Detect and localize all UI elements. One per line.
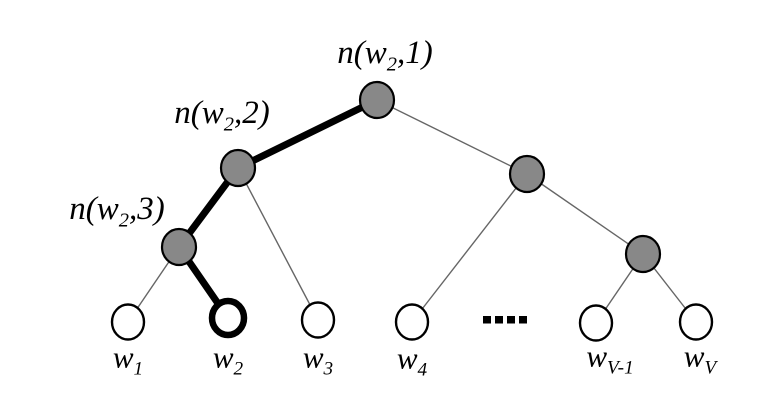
internal-node-root xyxy=(358,80,396,120)
label-text: n(w xyxy=(174,95,224,132)
leaf-label-w3: w3 xyxy=(303,342,333,379)
label-text: w xyxy=(302,339,324,375)
leaf-node-w4 xyxy=(394,303,430,341)
edge-root-right xyxy=(376,99,528,175)
label-text: n(w xyxy=(69,191,119,228)
ellipsis-dots xyxy=(483,316,527,324)
label-subscript: V-1 xyxy=(607,357,634,379)
label-subscript: 3 xyxy=(323,358,334,380)
label-subscript: 1 xyxy=(133,358,144,380)
node-label-nw2-2: n(w2,2) xyxy=(174,97,269,135)
label-text: w xyxy=(112,339,134,375)
edge-right-rr xyxy=(526,173,644,255)
label-text: w xyxy=(586,338,608,374)
internal-node-right xyxy=(508,154,546,194)
label-subscript: 2 xyxy=(223,113,234,136)
leaf-label-w2: w2 xyxy=(213,342,243,379)
label-text: ,2) xyxy=(233,95,270,132)
leaf-label-wv-1: wV-1 xyxy=(586,341,633,378)
bold-edge-root-nw22 xyxy=(234,96,381,172)
leaf-node-wv xyxy=(678,303,714,341)
label-text: w xyxy=(396,340,418,376)
ellipsis-dot xyxy=(507,316,515,324)
leaf-node-wv1 xyxy=(578,304,614,342)
internal-nodes xyxy=(160,80,662,274)
ellipsis-dot xyxy=(495,316,503,324)
edge-right-w4 xyxy=(411,173,528,323)
label-subscript: 4 xyxy=(417,359,428,381)
edge-nw22-w3 xyxy=(237,167,319,321)
node-label-nw2-3: n(w2,3) xyxy=(69,193,164,231)
ellipsis-dot xyxy=(483,316,491,324)
label-subscript: 2 xyxy=(233,358,244,380)
node-label-nw2-1: n(w2,1) xyxy=(337,37,432,75)
internal-node-nw23 xyxy=(160,227,198,267)
internal-node-nw22 xyxy=(219,148,257,188)
label-text: w xyxy=(683,338,705,374)
leaf-label-wv: wV xyxy=(684,341,716,378)
leaf-label-w4: w4 xyxy=(397,343,427,380)
label-subscript: 2 xyxy=(386,53,397,76)
leaf-node-w2-highlighted xyxy=(208,297,248,339)
ellipsis-dot xyxy=(519,316,527,324)
internal-node-rr xyxy=(624,234,662,274)
leaf-nodes xyxy=(110,297,714,342)
leaf-node-w1 xyxy=(110,303,146,341)
label-subscript: V xyxy=(704,357,717,379)
label-text: ,1) xyxy=(396,35,433,72)
label-text: n(w xyxy=(337,35,387,72)
label-text: w xyxy=(212,339,234,375)
label-text: ,3) xyxy=(128,191,165,228)
leaf-node-w3 xyxy=(300,301,336,339)
leaf-label-w1: w1 xyxy=(113,342,143,379)
label-subscript: 2 xyxy=(118,209,129,232)
